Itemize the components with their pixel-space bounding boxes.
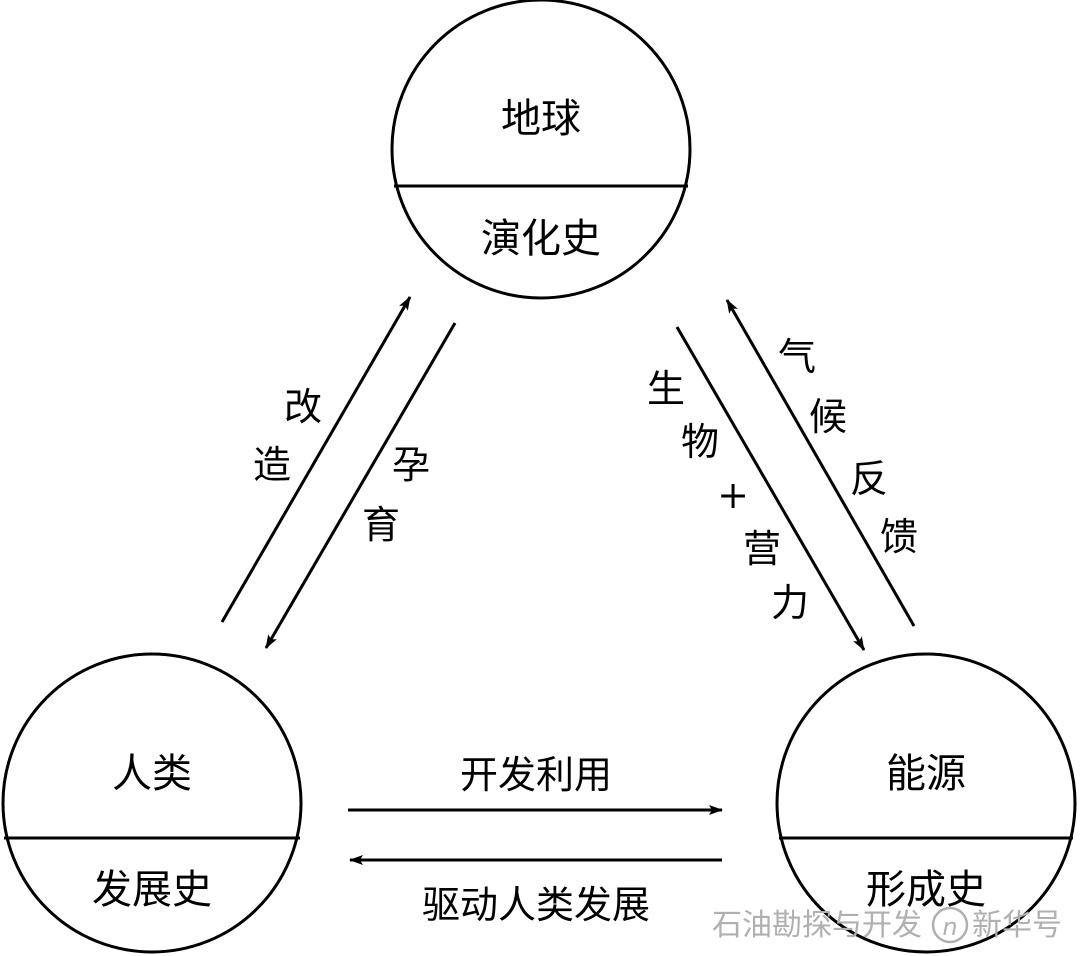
label-nurture-char: 孕 (392, 443, 430, 487)
watermark-logo-glyph-icon: n (942, 913, 957, 941)
earth-node: 地球 演化史 (390, 0, 692, 300)
arrow-human-to-earth (220, 296, 412, 623)
label-climate-char: 候 (809, 395, 847, 439)
label-transform-char: 造 (253, 443, 291, 487)
label-transform: 改 造 (253, 385, 322, 487)
label-biology-char: 力 (771, 581, 809, 625)
energy-node: 能源 形成史 (775, 652, 1077, 954)
label-nurture-char: 育 (362, 503, 400, 547)
label-biology-char: 生 (647, 367, 685, 411)
arrow-earth-to-human (264, 322, 457, 649)
watermark: 石油勘探与开发 n 新华号 (712, 906, 1062, 944)
watermark-brand: 新华号 (972, 908, 1062, 943)
watermark-text: 石油勘探与开发 (712, 908, 922, 943)
label-biology-char: 物 (681, 420, 719, 464)
label-nurture: 孕 育 (362, 443, 430, 547)
earth-node-subtitle: 演化史 (481, 216, 601, 262)
label-transform-char: 改 (284, 385, 322, 429)
energy-node-title: 能源 (886, 751, 966, 797)
arrow-energy-to-earth (725, 299, 916, 627)
label-develop-utilize: 开发利用 (460, 753, 612, 797)
label-climate-char: 反 (850, 457, 888, 501)
energy-node-subtitle: 形成史 (866, 867, 986, 913)
label-climate-feedback: 气 候 反 馈 (778, 335, 918, 559)
human-node: 人类 发展史 (1, 652, 303, 954)
human-node-subtitle: 发展史 (92, 867, 212, 913)
watermark-logo-icon (931, 906, 969, 944)
earth-node-title: 地球 (501, 96, 581, 142)
arrow-earth-to-energy (675, 326, 866, 651)
label-drive-human-development: 驱动人类发展 (422, 883, 650, 927)
label-climate-char: 气 (778, 335, 816, 379)
label-biology-tectonics: 生 物 + 营 力 (647, 367, 809, 625)
label-climate-char: 馈 (880, 515, 918, 559)
human-node-title: 人类 (112, 751, 192, 797)
label-biology-char: 营 (743, 527, 781, 571)
label-biology-char: + (717, 473, 749, 517)
